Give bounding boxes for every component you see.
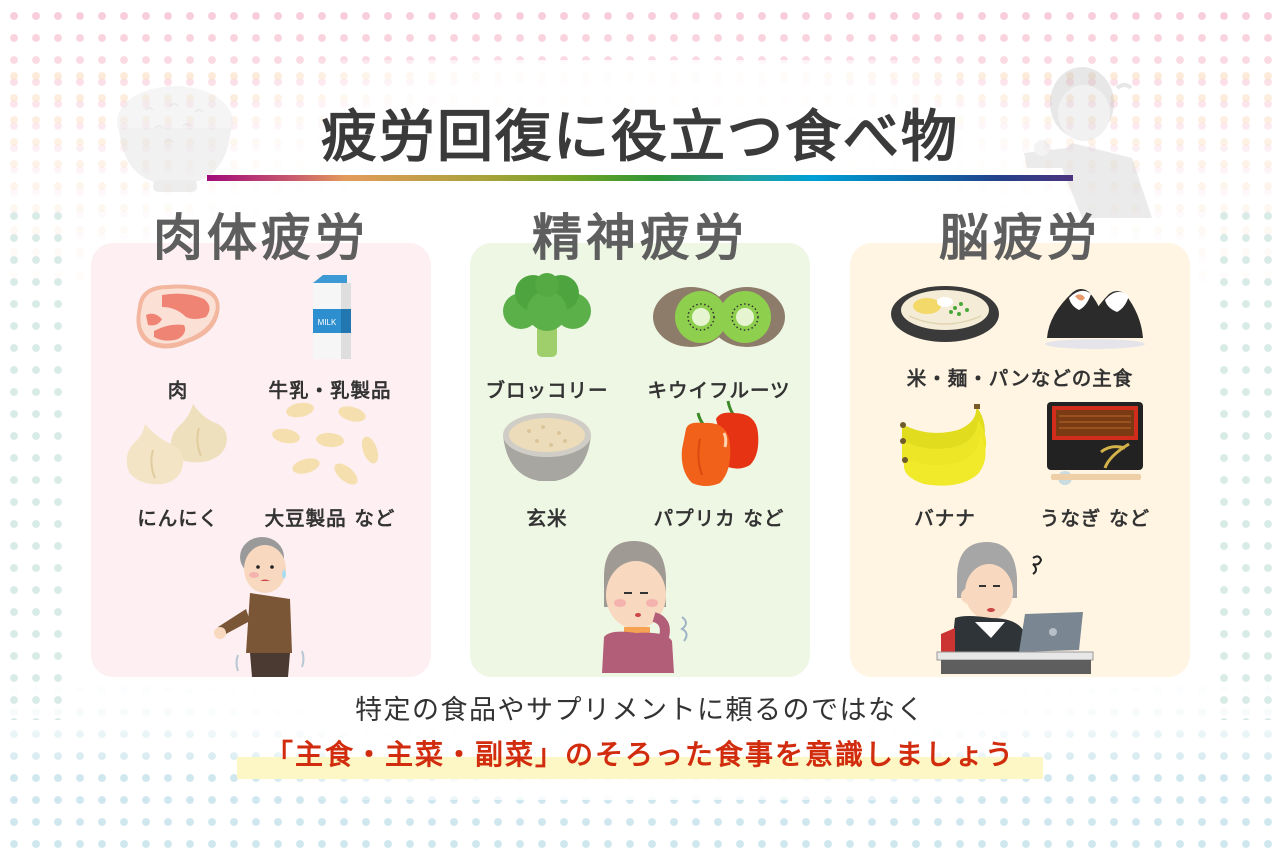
food-label: 牛乳・乳製品	[268, 379, 392, 402]
food-label: 大豆製品 など	[264, 507, 396, 530]
heading-physical-fatigue: 肉体疲労	[153, 209, 369, 267]
exhausted-woman-at-laptop-illustration	[936, 542, 1094, 674]
unaju-box-icon	[1047, 402, 1143, 485]
dots-right	[1210, 200, 1280, 720]
food-label: バナナ	[914, 507, 976, 530]
tired-elderly-man-illustration	[214, 537, 305, 677]
paprika-icon	[681, 400, 759, 486]
page-title: 疲労回復に役立つ食べ物	[321, 105, 959, 170]
brown-rice-bowl-icon	[503, 413, 591, 481]
food-item-banana: バナナ	[870, 400, 1020, 531]
food-label-staple: 米・麺・パンなどの主食	[906, 367, 1134, 390]
footer-note: 特定の食品やサプリメントに頼るのではなく	[355, 695, 925, 726]
food-item-paprika: パプリカ など	[644, 400, 794, 531]
milk-carton-icon: MILK	[313, 275, 351, 359]
dots-left	[0, 200, 70, 720]
food-item-unagi: うなぎ など	[1020, 400, 1170, 531]
heading-mental-fatigue: 精神疲労	[532, 209, 748, 267]
banana-icon	[900, 404, 987, 486]
food-label: うなぎ など	[1039, 507, 1151, 530]
footer-emphasis: 「主食・主菜・副菜」のそろった食事を意識しましょう	[264, 738, 1015, 771]
highlight-marker	[237, 757, 1043, 779]
rainbow-divider	[207, 175, 1073, 181]
kiwi-icon	[653, 287, 785, 347]
udon-bowl-icon	[891, 286, 999, 342]
svg-text:MILK: MILK	[318, 318, 337, 327]
food-item-brown-rice: 玄米	[472, 400, 622, 531]
food-item-onigiri	[1020, 272, 1170, 362]
food-label: キウイフルーツ	[647, 379, 791, 402]
food-item-garlic: にんにく	[103, 400, 253, 531]
tired-man-decoration-icon	[1024, 67, 1152, 218]
heading-brain-fatigue: 脳疲労	[939, 209, 1101, 267]
food-item-staple	[870, 272, 1020, 362]
sighing-elderly-woman-illustration	[602, 541, 688, 673]
food-label: 玄米	[526, 507, 568, 530]
food-item-meat: 肉	[103, 272, 253, 403]
food-item-kiwi: キウイフルーツ	[644, 272, 794, 403]
food-item-broccoli: ブロッコリー	[472, 272, 622, 403]
broccoli-icon	[503, 273, 591, 357]
food-label: ブロッコリー	[485, 379, 609, 402]
food-item-milk: MILK 牛乳・乳製品	[255, 272, 405, 403]
rice-bowl-decoration-icon	[117, 86, 233, 192]
food-label: 肉	[167, 379, 189, 402]
food-label: にんにく	[137, 507, 219, 530]
food-label: パプリカ など	[653, 507, 785, 530]
meat-icon	[136, 284, 220, 349]
onigiri-icon	[1045, 289, 1145, 349]
food-item-soy: 大豆製品 など	[255, 400, 405, 531]
soybeans-icon	[272, 402, 379, 485]
garlic-icon	[126, 404, 227, 485]
